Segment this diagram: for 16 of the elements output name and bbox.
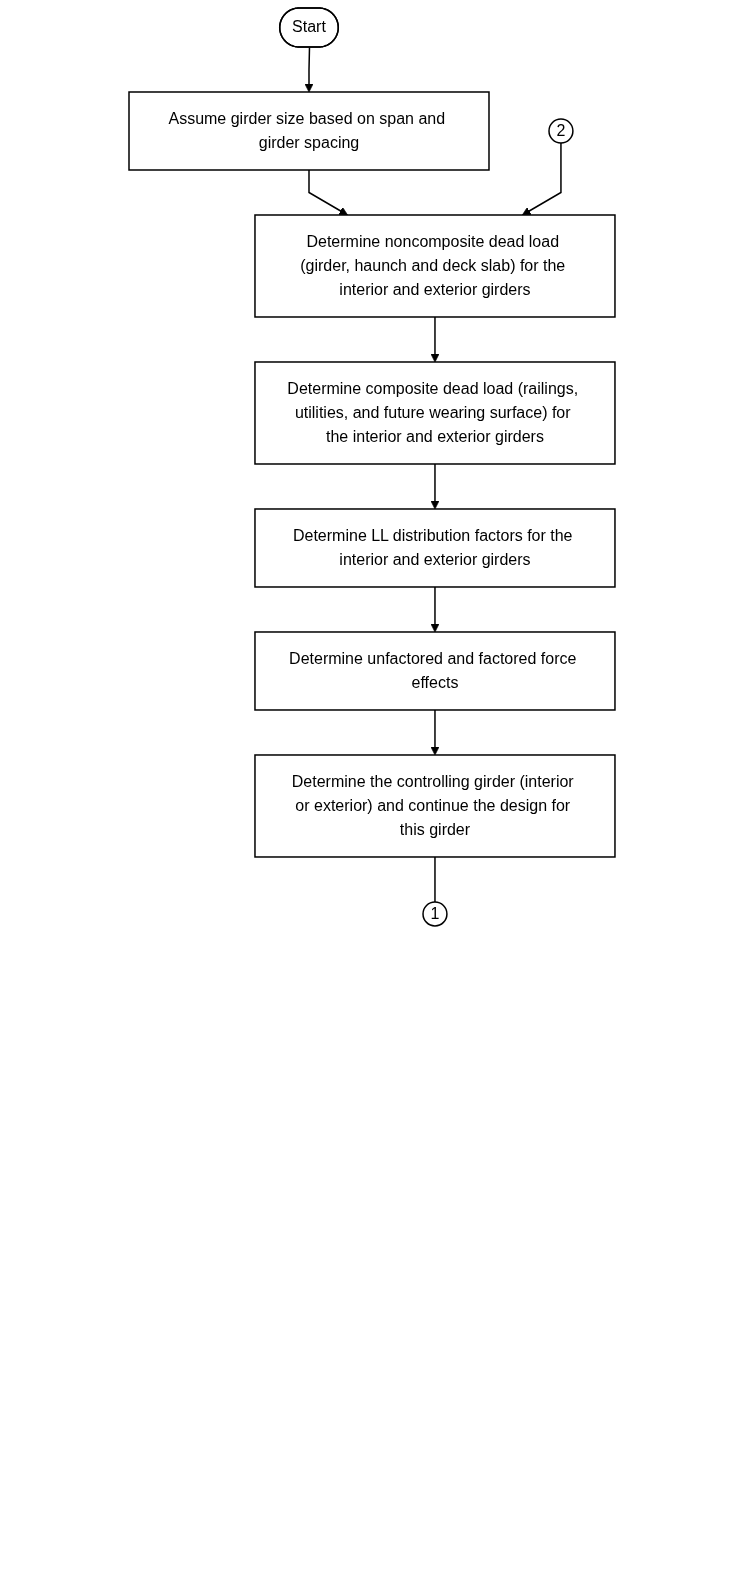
node-circle: 2 (548, 118, 574, 144)
arrow (430, 316, 440, 363)
node-circle: 1 (422, 901, 448, 927)
arrow (308, 169, 348, 216)
node-box: Determine LL distribution factors for the interior and exterior girders (254, 508, 616, 588)
node-box: Determine noncomposite dead load (girder, haunch and deck slab) for the interior and exterior girders (254, 214, 616, 318)
arrow (430, 463, 440, 510)
node-box: Assume girder size based on span and girder spacing (128, 91, 490, 171)
arrow (304, 46, 314, 93)
node-box: Determine composite dead load (railings, utilities, and future wearing surface) for the interior and exterior girders (254, 361, 616, 465)
node-box: Determine the controlling girder (interior or exterior) and continue the design for this girder (254, 754, 616, 858)
arrow (522, 142, 562, 216)
arrow (430, 709, 440, 756)
connector (434, 856, 436, 903)
node-box: Determine unfactored and factored force effects (254, 631, 616, 711)
arrow (430, 586, 440, 633)
